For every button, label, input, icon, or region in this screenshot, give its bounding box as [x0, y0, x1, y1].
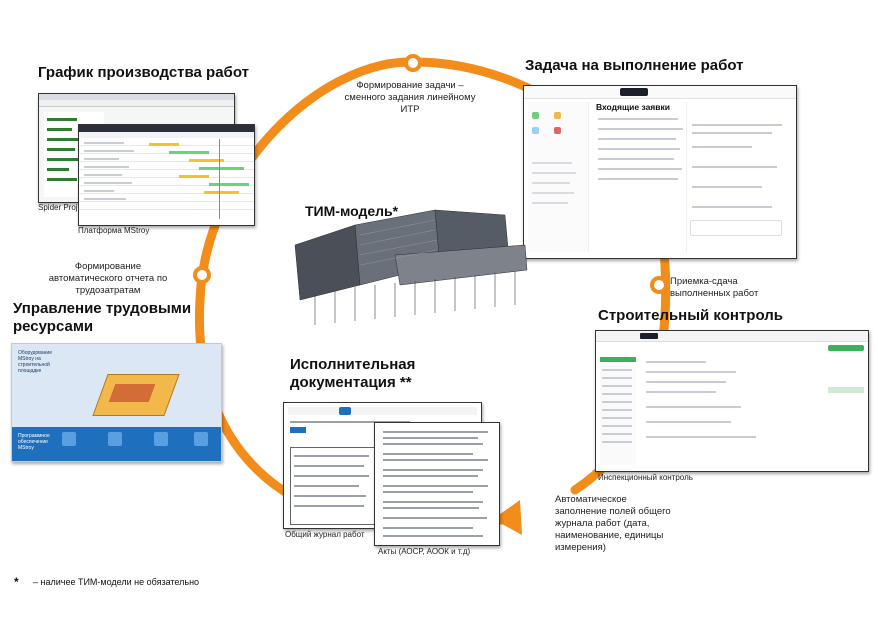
caption-auto-fill: Автоматическое заполнение полей общего ж… — [555, 494, 671, 553]
resources-screenshot: Оборудование MStroy на строительной площ… — [11, 343, 222, 462]
label-inspection: Инспекционный контроль — [598, 473, 693, 482]
heading-control: Строительный контроль — [598, 307, 784, 324]
label-journal: Общий журнал работ — [285, 530, 365, 539]
acts-screenshot — [374, 422, 500, 546]
arc-node-top — [404, 54, 422, 72]
inspection-screenshot — [595, 330, 869, 472]
mstroy-schedule-screenshot — [78, 124, 255, 226]
caption-acceptance: Приемка-сдача выполненных работ — [670, 276, 759, 299]
heading-bim: ТИМ-модель* — [305, 203, 399, 219]
footnote-text: – наличее ТИМ-модели не обязательно — [33, 577, 200, 587]
heading-docs: Исполнительная документация ** — [290, 356, 416, 391]
task-screenshot: Входящие заявки — [523, 85, 797, 259]
label-mstroy: Платформа MStroy — [78, 226, 150, 235]
footnote-star: * — [14, 575, 19, 589]
label-spider: Spider Project — [38, 203, 89, 212]
heading-resources: Управление трудовыми ресурсами — [13, 300, 192, 335]
arc-node-right — [650, 276, 668, 294]
label-acts: Акты (АОСР, АООК и т.д) — [378, 547, 471, 556]
heading-schedule: График производства работ — [38, 64, 249, 81]
task-screen-title: Входящие заявки — [596, 102, 670, 112]
heading-task: Задача на выполнение работ — [525, 57, 744, 74]
caption-auto-report: Формирование автоматического отчета по т… — [48, 261, 168, 296]
resources-software-label: Программное обеспечение MStroy — [18, 433, 50, 451]
resources-equipment-label: Оборудование MStroy на строительной площ… — [18, 350, 53, 374]
bim-model-image — [294, 209, 528, 325]
arc-node-left — [193, 266, 211, 284]
caption-shift-task: Формирование задачи – сменного задания л… — [344, 80, 476, 115]
